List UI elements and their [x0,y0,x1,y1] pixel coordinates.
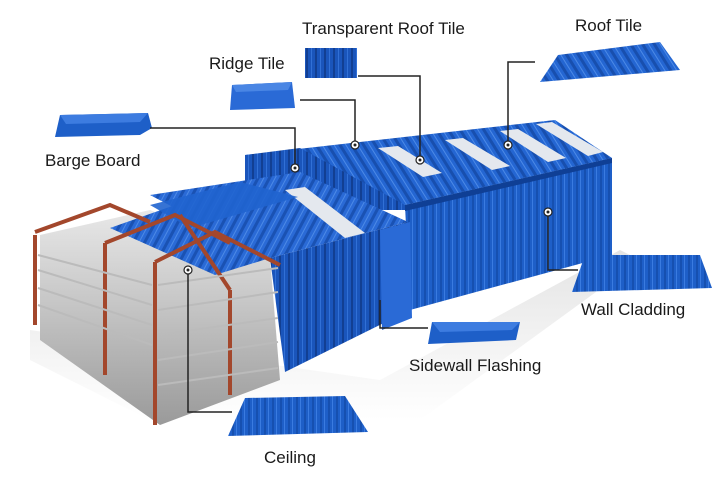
ceiling-sample [228,396,368,436]
label-transparent-roof-tile: Transparent Roof Tile [302,19,465,38]
label-wall-cladding: Wall Cladding [581,300,686,319]
label-roof-tile: Roof Tile [575,16,643,35]
barge-board-highlight [60,113,148,124]
purlins [37,254,279,386]
skylight-panel [536,122,603,156]
sidewall-flashing-strip [380,222,412,330]
label-ceiling: Ceiling [264,448,316,467]
barge-board-leader [150,127,296,168]
skylight-panel [500,129,566,162]
transparent-roof-tile-sample [305,48,357,78]
wall-cladding-sample [572,255,712,292]
middle-side-wall [270,222,410,372]
wall-cladding-leader [547,212,578,271]
roof-tile-leader [507,61,535,145]
leader-lines [150,61,578,413]
skylight-panel [378,146,442,177]
label-barge-board: Barge Board [45,151,141,170]
sidewall-flashing-highlight [432,322,520,332]
roof-top-panel [150,182,298,228]
ridge-tile-highlight [232,82,292,92]
label-sidewall-flashing: Sidewall Flashing [409,356,542,375]
skylight-panel [285,187,365,238]
skylight-panel [445,138,510,170]
ridge-line [405,158,612,211]
label-ridge-tile: Ridge Tile [209,54,285,73]
roof-tile-sample [540,42,680,82]
left-roof-panels [110,205,270,275]
ridge-tile-leader [300,99,356,145]
sidewall-flashing-leader [379,300,428,329]
steel-frame [33,202,281,425]
leader-marker-dots [186,143,550,272]
transparent-roof-tile-leader [358,75,421,160]
ceiling-leader [187,270,232,413]
